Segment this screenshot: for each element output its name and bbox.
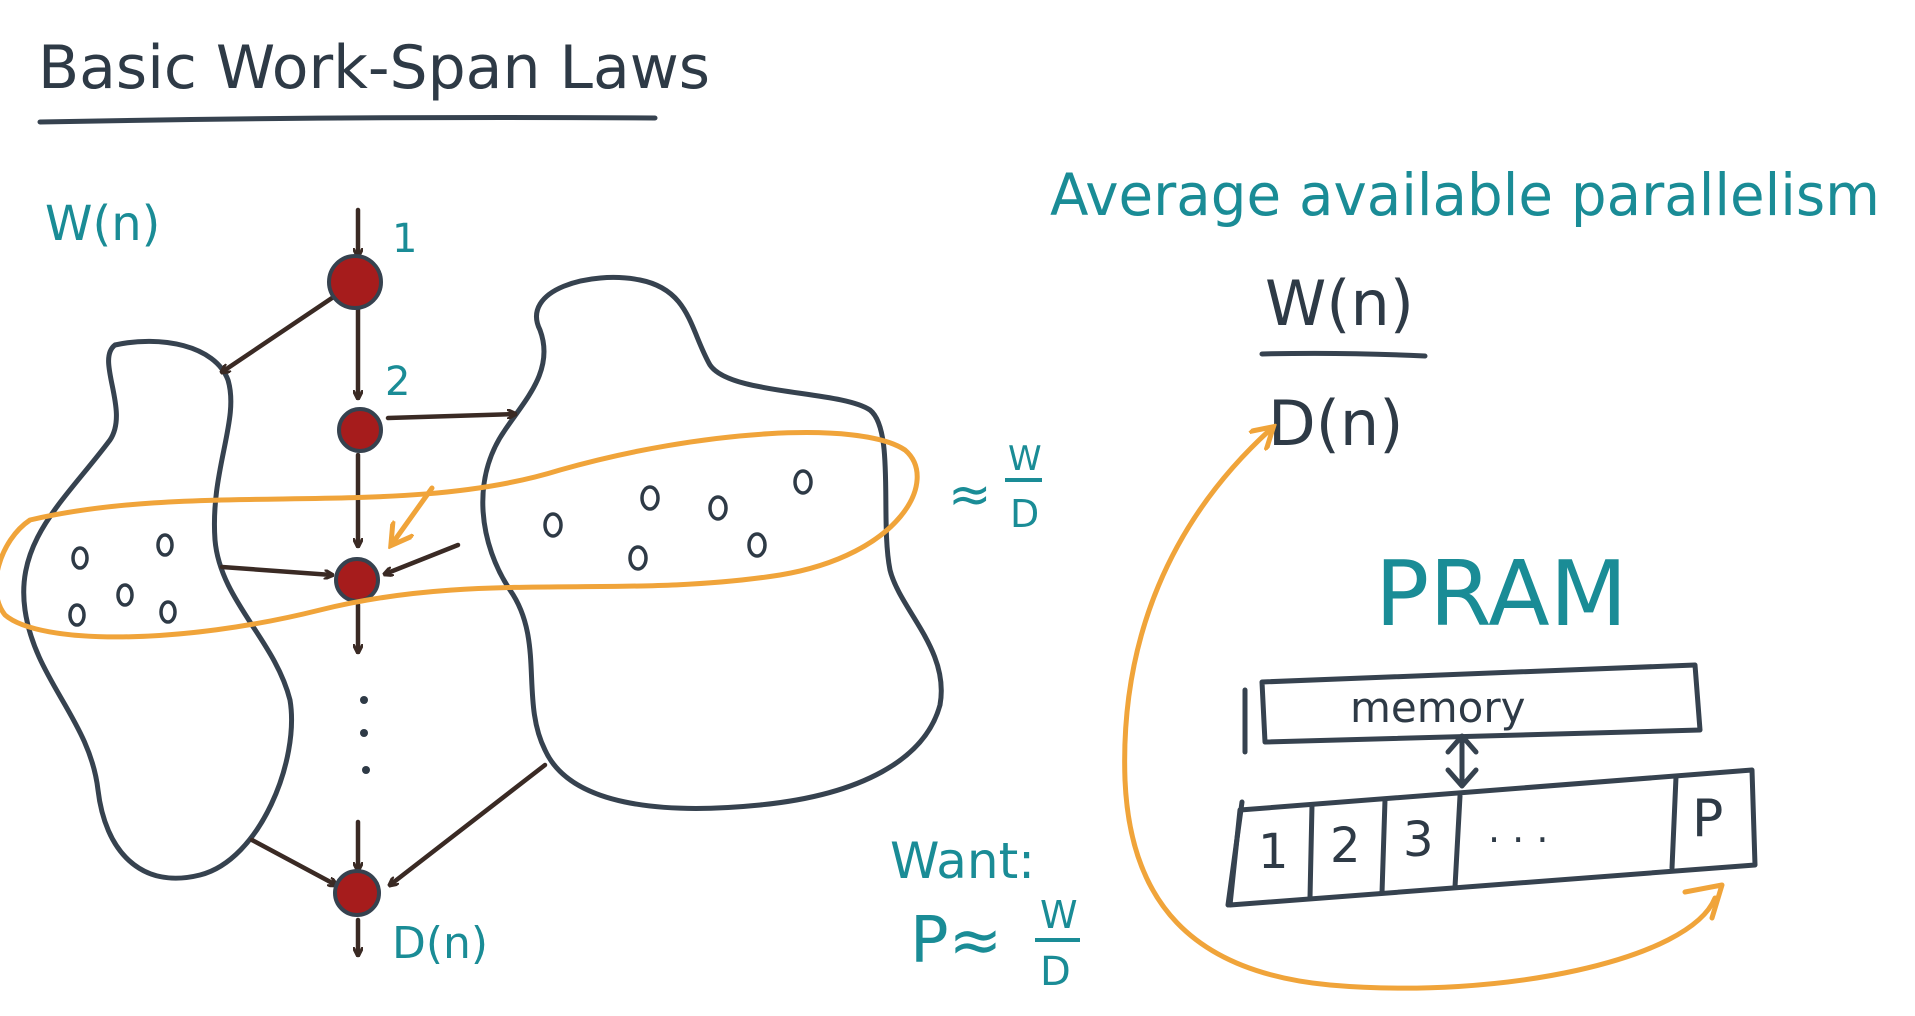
orange-arrow-tail-head: [1682, 882, 1725, 921]
edge: [390, 762, 548, 885]
small-node: [747, 532, 767, 558]
level-1-label: 1: [392, 216, 417, 262]
parallelism-fraction-bar: [1259, 350, 1428, 359]
right-subgraph-blob: [480, 274, 944, 811]
orange-pointer-arrow: [392, 485, 435, 544]
memory-processor-link: [1445, 733, 1479, 789]
small-node: [793, 469, 813, 495]
edge: [385, 414, 518, 421]
small-node: [159, 600, 177, 624]
want-denominator: D: [1040, 949, 1071, 995]
processor-3-label: 3: [1403, 812, 1434, 868]
spine-ellipsis: [360, 696, 370, 774]
title-underline: [37, 115, 658, 125]
left-blob-nodes: [68, 533, 177, 627]
processor-1-label: 1: [1258, 824, 1289, 880]
edge: [385, 542, 461, 574]
level-highlight-ellipse: [0, 430, 920, 640]
small-node: [116, 583, 134, 607]
parallelism-heading: Average available parallelism: [1050, 161, 1880, 229]
approx-symbol: ≈: [948, 465, 992, 525]
node-level-join: [334, 557, 380, 603]
memory-block: memory: [1242, 662, 1703, 755]
processor-p-label: P: [1692, 789, 1723, 849]
edge: [219, 564, 332, 575]
small-node: [640, 485, 660, 511]
processor-row: 1 2 3 . . . P: [1225, 767, 1758, 908]
node-final: [333, 869, 381, 917]
memory-label: memory: [1350, 683, 1526, 732]
small-node: [708, 495, 728, 521]
edge: [249, 837, 336, 885]
small-node: [156, 533, 174, 557]
orange-connector-arrow: [1122, 428, 1718, 991]
work-label: W(n): [45, 196, 160, 252]
want-label: Want:: [890, 832, 1035, 890]
approx-fraction-denominator: D: [1010, 492, 1039, 536]
small-node: [628, 545, 648, 571]
processor-ellipsis: . . .: [1488, 807, 1548, 851]
edge: [222, 295, 335, 372]
node-level-2: [337, 407, 383, 453]
node-level-1: [327, 254, 383, 310]
pram-title: PRAM: [1375, 542, 1627, 647]
small-node: [68, 603, 86, 627]
level-2-label: 2: [385, 359, 410, 405]
parallelism-numerator: W(n): [1265, 267, 1414, 340]
right-blob-nodes: [543, 469, 813, 571]
span-label: D(n): [392, 918, 488, 969]
critical-path-edges: [219, 207, 548, 958]
processor-2-label: 2: [1330, 818, 1361, 874]
approx-fraction-numerator: W: [1008, 439, 1042, 479]
parallelism-denominator: D(n): [1268, 387, 1403, 460]
left-subgraph-blob: [21, 338, 294, 881]
page-title: Basic Work-Span Laws: [38, 33, 710, 103]
small-node: [71, 546, 89, 570]
want-numerator: W: [1040, 893, 1078, 937]
small-node: [543, 512, 563, 538]
want-lhs: P≈: [910, 904, 1002, 978]
